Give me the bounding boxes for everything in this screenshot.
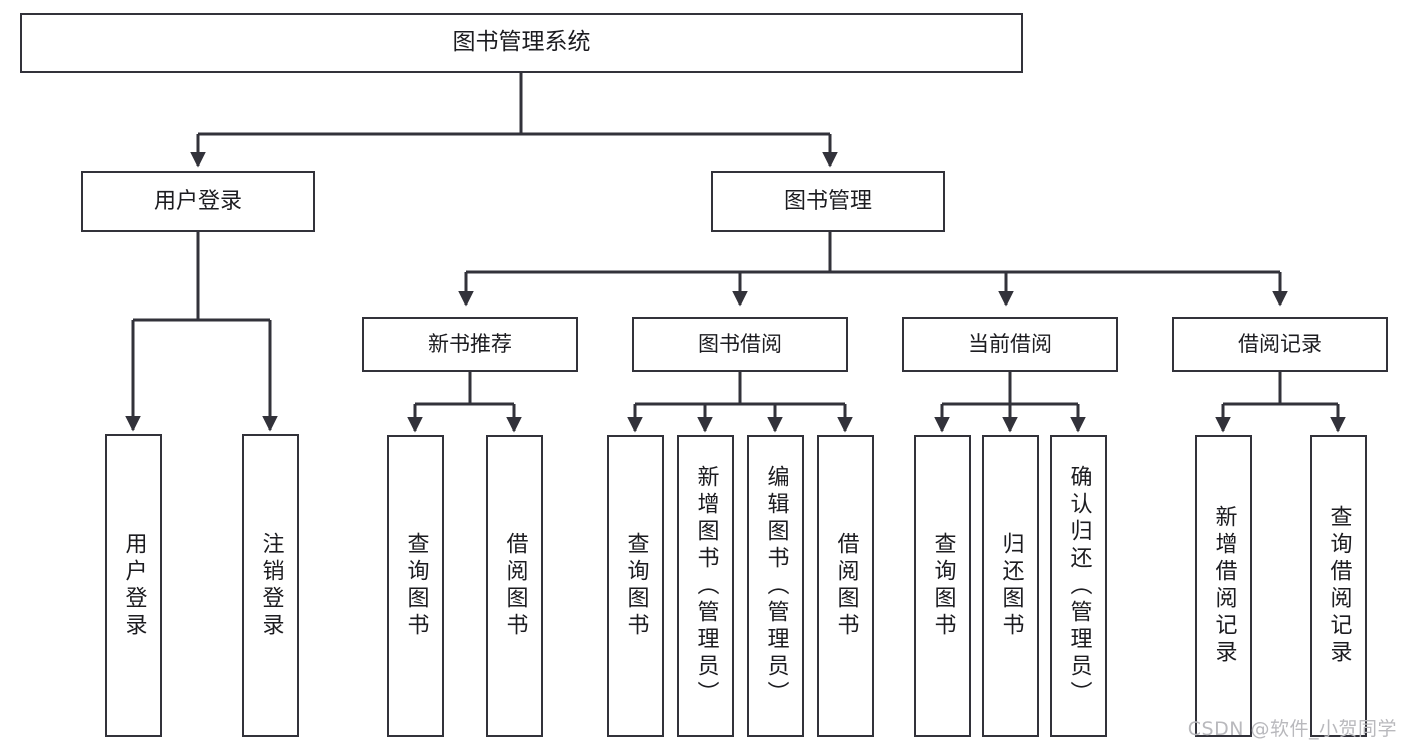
node-book-borrow-label: 图书借阅 [698,332,782,357]
node-leaf-add-book-label: 新增图书（管理员） [693,464,719,708]
node-leaf-edit-book-label: 编辑图书（管理员） [763,464,789,708]
node-leaf-user-logout[interactable]: 注销登录 [242,434,299,737]
node-leaf-add-record-label: 新增借阅记录 [1211,505,1237,667]
node-leaf-user-login-label: 用户登录 [121,531,147,640]
node-leaf-query-book-2-label: 查询图书 [623,532,649,640]
node-leaf-return-book[interactable]: 归还图书 [982,435,1039,737]
node-leaf-add-book[interactable]: 新增图书（管理员） [677,435,734,737]
node-current-borrow[interactable]: 当前借阅 [902,317,1118,372]
node-leaf-borrow-book-2-label: 借阅图书 [833,532,859,640]
node-leaf-query-book-1-label: 查询图书 [403,532,429,640]
node-borrow-record-label: 借阅记录 [1238,332,1322,357]
node-leaf-confirm-return-label: 确认归还（管理员） [1066,464,1092,708]
node-leaf-return-book-label: 归还图书 [998,532,1024,640]
node-root[interactable]: 图书管理系统 [20,13,1023,73]
node-book-manage[interactable]: 图书管理 [711,171,945,232]
node-leaf-borrow-book-1-label: 借阅图书 [502,532,528,640]
node-leaf-query-record-label: 查询借阅记录 [1326,505,1352,667]
node-borrow-record[interactable]: 借阅记录 [1172,317,1388,372]
node-user-login[interactable]: 用户登录 [81,171,315,232]
node-root-label: 图书管理系统 [452,29,591,56]
csdn-watermark: CSDN @软件_小贺同学 [1187,718,1397,740]
node-current-borrow-label: 当前借阅 [968,332,1052,357]
node-new-book-recommend[interactable]: 新书推荐 [362,317,578,372]
node-leaf-edit-book[interactable]: 编辑图书（管理员） [747,435,804,737]
node-new-book-recommend-label: 新书推荐 [428,332,512,357]
node-leaf-user-login[interactable]: 用户登录 [105,434,162,737]
node-book-borrow[interactable]: 图书借阅 [632,317,848,372]
node-leaf-user-logout-label: 注销登录 [258,531,284,640]
node-leaf-add-record[interactable]: 新增借阅记录 [1195,435,1252,737]
node-leaf-confirm-return[interactable]: 确认归还（管理员） [1050,435,1107,737]
node-leaf-query-book-3[interactable]: 查询图书 [914,435,971,737]
node-leaf-borrow-book-1[interactable]: 借阅图书 [486,435,543,737]
node-leaf-query-record[interactable]: 查询借阅记录 [1310,435,1367,737]
node-leaf-query-book-3-label: 查询图书 [930,532,956,640]
node-book-manage-label: 图书管理 [783,188,872,214]
node-leaf-borrow-book-2[interactable]: 借阅图书 [817,435,874,737]
node-user-login-label: 用户登录 [153,188,242,214]
node-leaf-query-book-2[interactable]: 查询图书 [607,435,664,737]
node-leaf-query-book-1[interactable]: 查询图书 [387,435,444,737]
